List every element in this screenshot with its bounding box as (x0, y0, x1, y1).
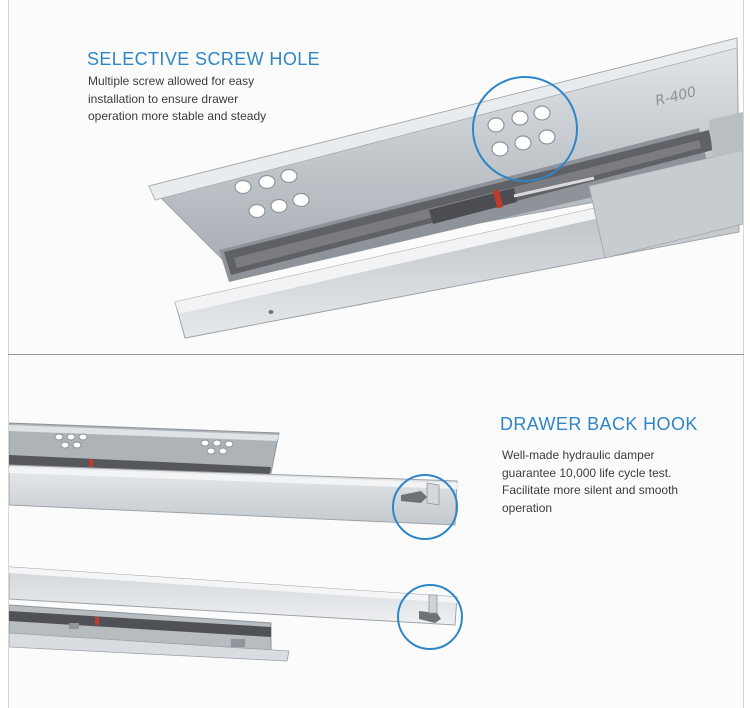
back-hook-panel: DRAWER BACK HOOK Well-made hydraulic dam… (8, 355, 744, 708)
description-line: operation (502, 500, 553, 515)
slide-rail-pair-image (9, 422, 463, 662)
description-line: Multiple screw allowed for easy (88, 74, 255, 88)
slide-rail-closeup-image: R-400 (148, 37, 743, 339)
description-line: Well-made hydraulic damper (502, 448, 655, 462)
description-line: operation more stable and steady (88, 109, 267, 123)
section-description: Multiple screw allowed for easy installa… (88, 73, 266, 126)
section-divider (8, 354, 744, 355)
section-title: DRAWER BACK HOOK (500, 414, 698, 434)
screw-hole-panel: R-400 SELECTIVE SCREW HOLE Multiple scre… (8, 0, 744, 354)
description-line: installation to ensure drawer (88, 91, 239, 106)
description-line: guarantee 10,000 life cycle test. (502, 465, 672, 480)
description-line: Facilitate more silent and smooth (502, 483, 679, 497)
section-description: Well-made hydraulic damper guarantee 10,… (502, 447, 678, 517)
section-title: SELECTIVE SCREW HOLE (87, 49, 321, 69)
